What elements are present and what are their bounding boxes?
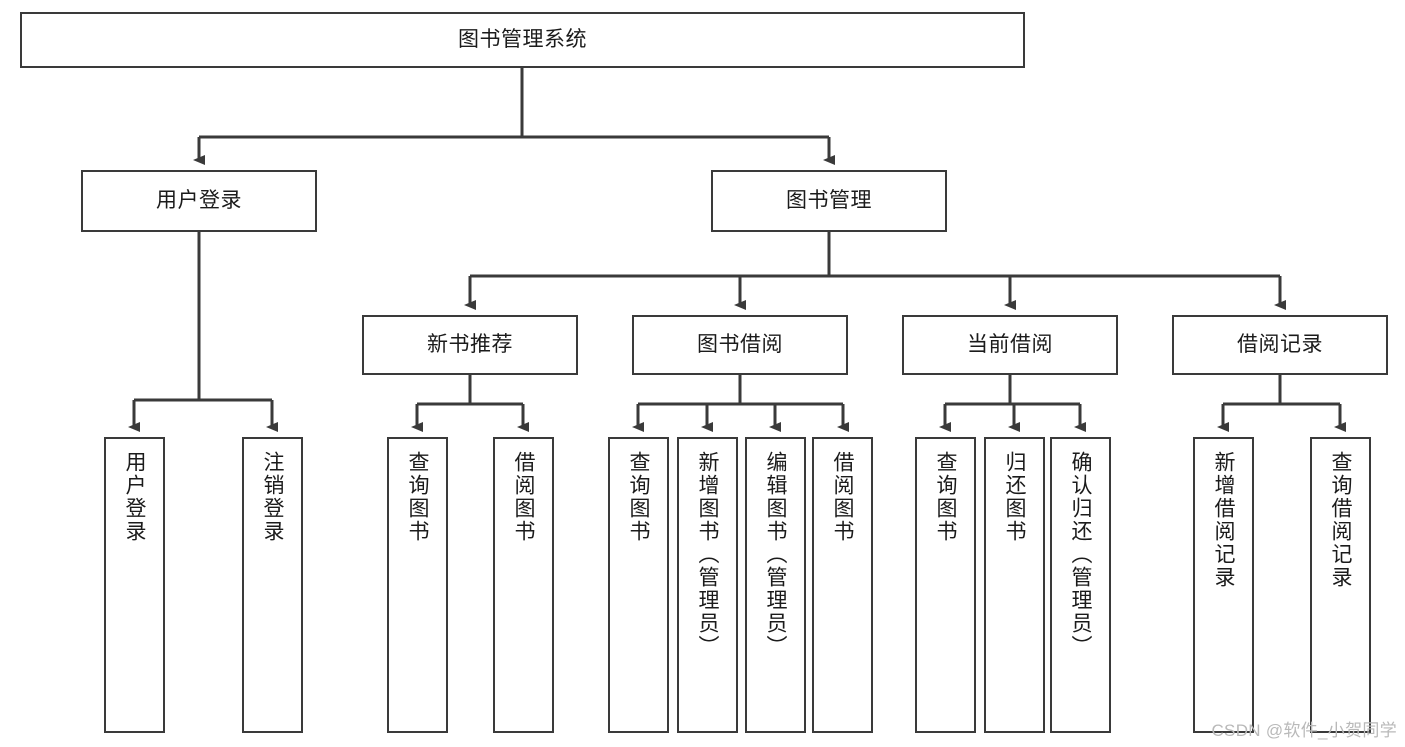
node-leaf-query-book-recommend-label: 查询图书 [406, 451, 429, 543]
node-leaf-borrow-book[interactable]: 借阅图书 [812, 437, 873, 733]
node-leaf-query-book-current[interactable]: 查询图书 [915, 437, 976, 733]
node-leaf-edit-book-admin-label: 编辑图书（管理员） [764, 451, 787, 658]
node-book-management-label: 图书管理 [786, 189, 872, 213]
node-leaf-return-book[interactable]: 归还图书 [984, 437, 1045, 733]
node-root-system[interactable]: 图书管理系统 [20, 12, 1025, 68]
node-leaf-user-login[interactable]: 用户登录 [104, 437, 165, 733]
node-leaf-confirm-return-admin[interactable]: 确认归还（管理员） [1050, 437, 1111, 733]
node-book-borrow[interactable]: 图书借阅 [632, 315, 848, 375]
node-new-book-recommend-label: 新书推荐 [427, 333, 513, 357]
node-leaf-user-login-label: 用户登录 [123, 451, 146, 543]
node-leaf-confirm-return-admin-label: 确认归还（管理员） [1069, 451, 1092, 658]
node-leaf-return-book-label: 归还图书 [1003, 451, 1026, 543]
node-leaf-add-borrow-record[interactable]: 新增借阅记录 [1193, 437, 1254, 733]
node-leaf-add-book-admin-label: 新增图书（管理员） [696, 451, 719, 658]
node-leaf-query-book-recommend[interactable]: 查询图书 [387, 437, 448, 733]
node-leaf-query-book-current-label: 查询图书 [934, 451, 957, 543]
node-leaf-edit-book-admin[interactable]: 编辑图书（管理员） [745, 437, 806, 733]
node-leaf-borrow-book-recommend[interactable]: 借阅图书 [493, 437, 554, 733]
node-leaf-logout-label: 注销登录 [261, 451, 284, 543]
node-leaf-borrow-book-label: 借阅图书 [831, 451, 854, 543]
node-borrow-record-label: 借阅记录 [1237, 333, 1323, 357]
node-current-borrow-label: 当前借阅 [967, 333, 1053, 357]
node-leaf-query-book-borrow[interactable]: 查询图书 [608, 437, 669, 733]
watermark: CSDN @软件_小贺同学 [1211, 721, 1397, 740]
node-leaf-logout[interactable]: 注销登录 [242, 437, 303, 733]
node-leaf-add-book-admin[interactable]: 新增图书（管理员） [677, 437, 738, 733]
node-user-login[interactable]: 用户登录 [81, 170, 317, 232]
node-leaf-query-borrow-record[interactable]: 查询借阅记录 [1310, 437, 1371, 733]
node-leaf-query-book-borrow-label: 查询图书 [627, 451, 650, 543]
node-borrow-record[interactable]: 借阅记录 [1172, 315, 1388, 375]
node-leaf-borrow-book-recommend-label: 借阅图书 [512, 451, 535, 543]
node-new-book-recommend[interactable]: 新书推荐 [362, 315, 578, 375]
node-root-system-label: 图书管理系统 [458, 28, 587, 52]
node-leaf-add-borrow-record-label: 新增借阅记录 [1212, 451, 1235, 589]
node-leaf-query-borrow-record-label: 查询借阅记录 [1329, 451, 1352, 589]
node-book-management[interactable]: 图书管理 [711, 170, 947, 232]
node-book-borrow-label: 图书借阅 [697, 333, 783, 357]
node-user-login-label: 用户登录 [156, 189, 242, 213]
node-current-borrow[interactable]: 当前借阅 [902, 315, 1118, 375]
